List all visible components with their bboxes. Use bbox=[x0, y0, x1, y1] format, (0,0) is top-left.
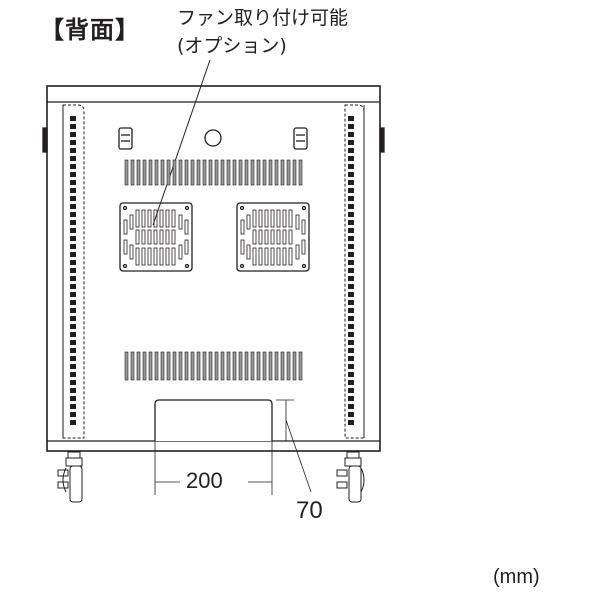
fan-option-callout: ファン取り付け可能 (オプション) bbox=[177, 4, 348, 60]
left-side-handle bbox=[42, 127, 48, 153]
right-rail-holes bbox=[348, 116, 354, 425]
cable-hole bbox=[204, 129, 222, 147]
bottom-vent-slots bbox=[124, 351, 303, 381]
top-vent-slots bbox=[124, 159, 303, 186]
right-side-handle bbox=[379, 127, 385, 153]
right-rail bbox=[344, 104, 365, 439]
view-title: 【背面】 bbox=[40, 16, 140, 44]
fan-mount-right bbox=[236, 202, 310, 272]
dimension-height-70: 70 bbox=[296, 497, 323, 524]
fan-mount-left bbox=[119, 202, 193, 272]
cabinet-outer-frame bbox=[46, 85, 381, 452]
unit-label: (mm) bbox=[493, 566, 540, 588]
right-latch bbox=[293, 127, 308, 150]
cable-entry-opening bbox=[154, 399, 273, 441]
left-latch bbox=[118, 127, 133, 150]
left-rail-holes bbox=[70, 116, 76, 425]
callout-line-1: ファン取り付け可能 bbox=[177, 7, 349, 29]
left-rail bbox=[62, 104, 85, 439]
callout-line-2: (オプション) bbox=[177, 35, 287, 57]
dimension-width-200: 200 bbox=[186, 468, 223, 493]
callout-leader-line bbox=[152, 59, 211, 226]
left-caster bbox=[57, 451, 83, 503]
right-caster bbox=[336, 451, 365, 503]
